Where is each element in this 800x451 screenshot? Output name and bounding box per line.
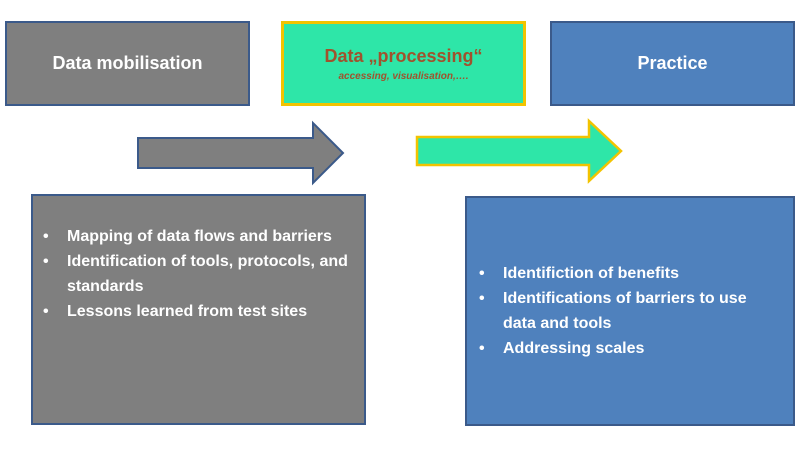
practice-list: Identifiction of benefits Identification… bbox=[477, 261, 783, 361]
list-item: Lessons learned from test sites bbox=[41, 299, 354, 324]
list-item: Addressing scales bbox=[477, 336, 783, 361]
list-item: Identification of tools, protocols, and … bbox=[41, 249, 354, 299]
data-mobilisation-panel: Mapping of data flows and barriers Ident… bbox=[31, 194, 366, 425]
data-mobilisation-box: Data mobilisation bbox=[5, 21, 250, 106]
data-processing-subtitle: accessing, visualisation,…. bbox=[338, 70, 469, 82]
practice-panel: Identifiction of benefits Identification… bbox=[465, 196, 795, 426]
list-item: Identifiction of benefits bbox=[477, 261, 783, 286]
data-mobilisation-title: Data mobilisation bbox=[52, 53, 203, 73]
data-processing-box: Data „processing“ accessing, visualisati… bbox=[281, 21, 526, 106]
list-item: Mapping of data flows and barriers bbox=[41, 224, 354, 249]
arrow-mobilisation-to-processing bbox=[137, 120, 345, 186]
list-item: Identifications of barriers to use data … bbox=[477, 286, 783, 336]
data-processing-title: Data „processing“ bbox=[324, 45, 483, 66]
arrow-processing-to-practice bbox=[415, 118, 623, 184]
data-mobilisation-list: Mapping of data flows and barriers Ident… bbox=[41, 224, 354, 324]
practice-title: Practice bbox=[637, 53, 708, 73]
practice-box: Practice bbox=[550, 21, 795, 106]
